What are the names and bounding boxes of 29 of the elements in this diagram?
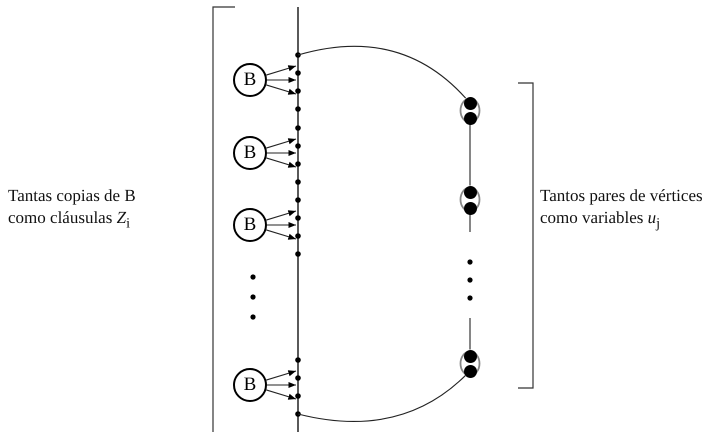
arrow [266,370,296,381]
node-circle: B [233,368,267,402]
arrow [266,65,296,76]
vertex-dot [464,112,476,124]
vertex-dot [464,96,476,110]
arrow [266,138,296,149]
arrow [267,76,296,84]
arrow [267,150,296,156]
annotation-text: Tantas copias de B como cláusulas Z$_{i}$ [8,185,137,233]
node-circle: B [233,208,267,242]
arrow [266,229,296,240]
connector-line [469,124,471,186]
connector-line [469,318,471,350]
vertex-dot [464,186,476,198]
arrow [266,389,296,400]
node-circle: B [233,63,267,97]
arrow [266,157,296,168]
vertex-dot [464,202,476,214]
arrow [267,382,296,388]
arrow [266,210,296,221]
arrow [267,222,296,228]
arrow [266,84,296,95]
node-circle: B [233,136,267,170]
connector-line [298,375,466,422]
connector-line [298,46,466,99]
vertex-dot [464,364,476,378]
connector-line [469,214,471,232]
annotation-text: Tantos pares de vértices como variables u$_{j}$ [540,185,704,233]
vertex-dot [464,350,476,362]
